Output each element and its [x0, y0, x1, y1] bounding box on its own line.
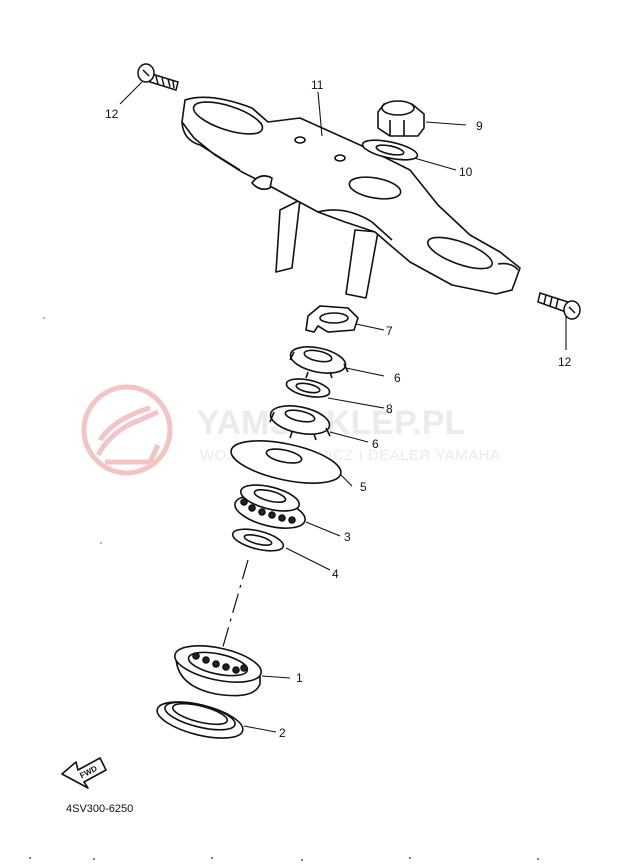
callout-5: 5: [360, 480, 367, 494]
callout-1: 1: [296, 671, 303, 685]
part-12-bolt-lower: [537, 292, 581, 320]
part-7-lock-washer: [305, 305, 359, 333]
fwd-arrow-icon: FWD: [61, 757, 107, 789]
part-9-cap-nut: [377, 100, 425, 137]
bearing-balls-upper: [240, 498, 296, 524]
center-axis-line: [221, 559, 249, 651]
leader-lines: [119, 81, 567, 733]
part-3-upper-bearing: [234, 484, 306, 529]
watermark-title: YAMS-SKLEP.PL: [197, 404, 465, 442]
scan-specks: [29, 317, 539, 861]
part-12-bolt-upper: [137, 63, 179, 91]
callout-9: 9: [476, 119, 483, 133]
part-2-dust-seal: [156, 701, 244, 739]
callout-10: 10: [459, 165, 473, 179]
part-10-washer: [361, 139, 419, 161]
part-6-ring-nut-upper: [289, 346, 349, 379]
callout-8: 8: [386, 402, 393, 416]
part-4-seal: [231, 528, 285, 552]
callout-3: 3: [344, 530, 351, 544]
part-8-washer: [285, 378, 331, 398]
part-6-ring-nut-lower: [269, 405, 331, 441]
callout-11: 11: [311, 78, 324, 92]
part-11-upper-bracket: [181, 96, 521, 299]
callout-2: 2: [279, 726, 286, 740]
callout-6-upper: 6: [394, 371, 401, 385]
watermark-logo: [81, 384, 173, 476]
callout-6-lower: 6: [372, 437, 379, 451]
callout-12-lower: 12: [558, 355, 572, 369]
callout-12-upper: 12: [105, 107, 119, 121]
bearing-balls-lower: [192, 652, 248, 674]
callout-4: 4: [332, 567, 339, 581]
part-1-lower-bearing: [174, 645, 262, 697]
part-5-bearing-cover: [230, 440, 342, 484]
callout-7: 7: [386, 324, 393, 338]
diagram-code: 4SV300-6250: [66, 803, 133, 815]
callout-labels: 12 11 9 10 12 7 6 8 6 5 3 4 1 2: [105, 78, 572, 740]
